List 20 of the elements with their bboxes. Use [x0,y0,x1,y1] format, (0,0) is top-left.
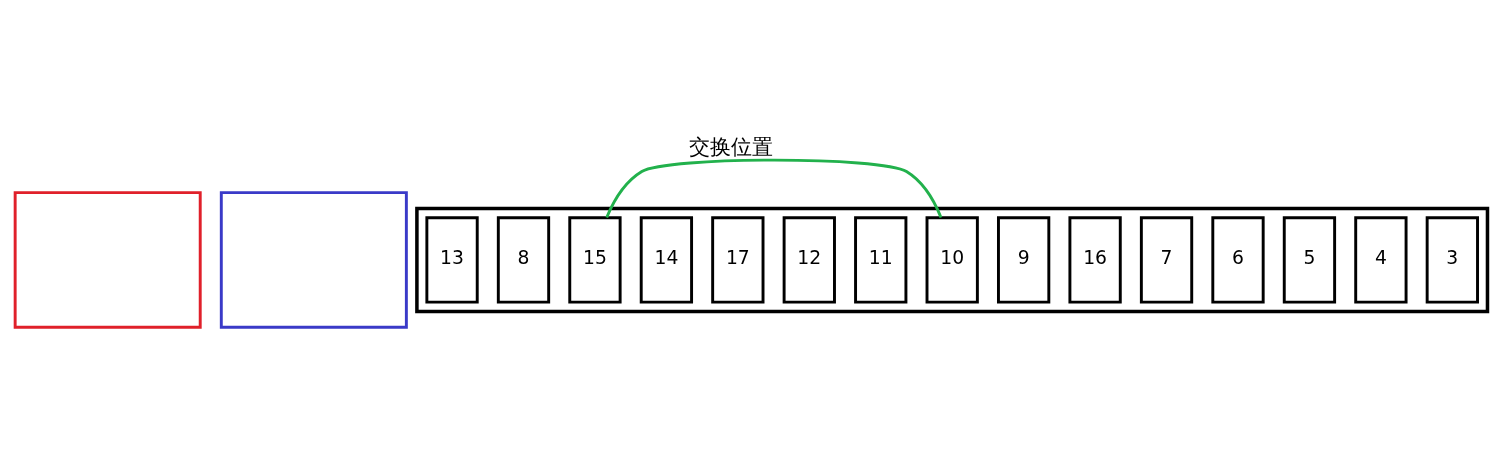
connector [605,158,943,219]
node-box: 17 [711,216,765,304]
node-box: 10 [925,216,979,304]
node-box: 9 [997,216,1051,304]
node-box [219,191,408,329]
node-box: 12 [782,216,836,304]
node-box: 7 [1139,216,1194,304]
node-box: 4 [1354,216,1408,304]
node-box: 14 [639,216,694,304]
cluster [415,206,1490,314]
node-box: 3 [1425,216,1479,304]
node-box: 5 [1282,216,1337,304]
node-box: 8 [496,216,551,304]
node-box: 13 [425,216,479,304]
node-box: 15 [568,216,622,304]
node-box: 11 [854,216,908,304]
node-box: 16 [1068,216,1122,304]
edge-label: 交换位置 [688,133,773,159]
node-box [13,191,202,329]
node-box: 6 [1211,216,1265,304]
